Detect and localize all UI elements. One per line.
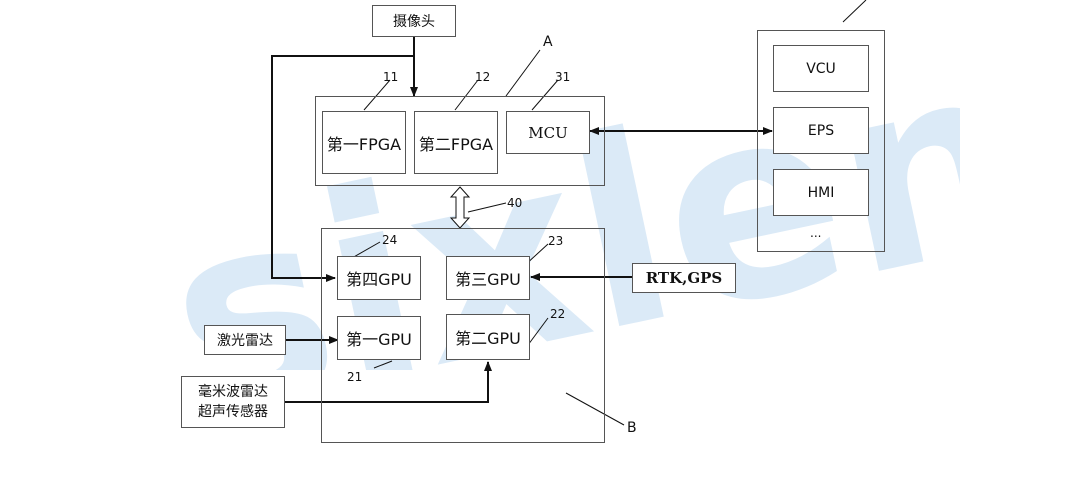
leader-21 [373, 360, 393, 369]
label-21: 21 [347, 370, 363, 384]
gpu4-box: 第四GPU [337, 256, 421, 300]
leader-11 [363, 79, 391, 111]
vcu-box: VCU [773, 45, 869, 92]
mcu-label: MCU [528, 123, 568, 142]
fpga1-label: 第一FPGA [326, 134, 402, 154]
gpu1-label: 第一GPU [346, 330, 412, 349]
gpu2-box: 第二GPU [446, 314, 530, 360]
label-a: A [543, 34, 553, 50]
leader-22 [527, 317, 549, 346]
vehicle-ecu-group [757, 30, 885, 252]
fpga2-box: 第二FPGA [414, 111, 498, 174]
label-23: 23 [548, 234, 564, 248]
hmi-box: HMI [773, 169, 869, 216]
mmwave-label: 毫米波雷达 [198, 384, 268, 400]
gpu4-label: 第四GPU [346, 270, 412, 289]
leader-b [565, 392, 625, 426]
ultrasonic-label: 超声传感器 [198, 404, 268, 420]
rtk-gps-label: RTK,GPS [645, 269, 723, 287]
label-12: 12 [475, 70, 491, 84]
leader-right-group [842, 0, 867, 23]
leader-40 [467, 202, 507, 213]
label-b: B [627, 420, 637, 436]
camera-to-gpu4-arrow [271, 55, 414, 282]
label-11: 11 [383, 70, 399, 84]
rtk-gps-box: RTK,GPS [632, 263, 736, 293]
container-a [315, 96, 605, 186]
label-40: 40 [507, 196, 523, 210]
leader-31 [531, 79, 559, 111]
leader-12 [454, 79, 479, 111]
eps-box: EPS [773, 107, 869, 154]
leader-24 [351, 241, 381, 259]
hmi-label: HMI [807, 184, 835, 201]
label-22: 22 [550, 307, 566, 321]
label-24: 24 [382, 233, 398, 247]
vcu-label: VCU [806, 60, 836, 77]
mcu-box: MCU [506, 111, 590, 154]
mmwave-to-gpu2-arrow [285, 361, 492, 403]
eps-label: EPS [807, 122, 835, 139]
leader-a [505, 49, 541, 97]
camera-box: 摄像头 [372, 5, 456, 37]
bus-40-arrow [449, 186, 471, 229]
label-31: 31 [555, 70, 571, 84]
gpu3-box: 第三GPU [446, 256, 530, 300]
lidar-label: 激光雷达 [217, 333, 273, 349]
ellipsis-label: ... [810, 226, 822, 240]
gpu3-label: 第三GPU [455, 270, 521, 289]
container-b [321, 228, 605, 443]
gpu1-box: 第一GPU [337, 316, 421, 360]
fpga1-box: 第一FPGA [322, 111, 406, 174]
camera-label: 摄像头 [393, 14, 435, 30]
lidar-box: 激光雷达 [204, 325, 286, 355]
fpga2-label: 第二FPGA [418, 134, 494, 154]
gpu2-label: 第二GPU [455, 329, 521, 348]
mmwave-ultrasonic-box: 毫米波雷达 超声传感器 [181, 376, 285, 428]
